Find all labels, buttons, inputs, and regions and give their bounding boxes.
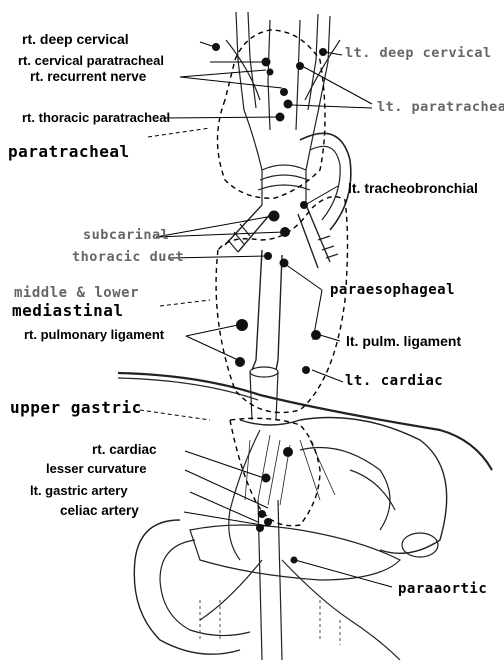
node-lt-gastric-artery [264,518,272,526]
label-lt-deep-cervical: lt. deep cervical [345,47,492,61]
node-rt-pulm-ligament-2 [235,357,245,367]
node-rt-deep-cervical [212,43,220,51]
node-lt-deep-cervical [319,48,327,56]
label-thoracic-duct: thoracic duct [72,251,184,265]
label-middle-lower: middle & lower [14,286,139,300]
label-rt-cardiac: rt. cardiac [92,443,157,457]
label-celiac-artery: celiac artery [60,504,139,518]
node-rt-cardiac [262,474,271,483]
label-rt-recurrent-nerve: rt. recurrent nerve [30,70,146,84]
label-rt-pulmonary-ligament: rt. pulmonary ligament [24,328,164,341]
node-lt-paratracheal-2 [284,100,293,109]
label-lesser-curvature: lesser curvature [46,462,146,475]
node-rt-thoracic-paratracheal [276,113,285,122]
label-upper-gastric: upper gastric [10,400,142,416]
label-lt-cardiac: lt. cardiac [345,374,443,388]
label-paratracheal: paratracheal [8,144,130,160]
node-rt-cervical-paratracheal [262,58,271,67]
node-lt-cardiac-2 [283,447,293,457]
label-paraesophageal: paraesophageal [330,283,455,297]
label-lt-paratracheal: lt. paratracheal [377,101,504,115]
node-subcarinal-2 [280,227,290,237]
node-lesser-curvature [258,510,266,518]
node-thoracic-duct [264,252,272,260]
label-paraaortic: paraaortic [398,582,487,596]
label-rt-cervical-paratracheal: rt. cervical paratracheal [18,54,164,67]
label-subcarinal: subcarinal [83,229,169,243]
node-lt-pulm-ligament [311,330,321,340]
label-rt-deep-cervical: rt. deep cervical [22,32,129,46]
label-lt-tracheobronchial: lt. tracheobronchial [348,181,478,195]
node-paraaortic [291,557,298,564]
node-lt-paratracheal-1 [296,62,304,70]
label-lt-pulm-ligament: lt. pulm. ligament [346,334,461,348]
node-paraesophageal [280,259,289,268]
node-subcarinal-1 [269,211,280,222]
label-lt-gastric-artery: lt. gastric artery [30,484,128,497]
node-rt-recurrent-2 [280,88,288,96]
node-rt-pulm-ligament-1 [236,319,248,331]
node-rt-recurrent-1 [267,69,274,76]
node-lt-tracheobronchial [300,201,308,209]
node-lt-cardiac [302,366,310,374]
label-rt-thoracic-paratracheal: rt. thoracic paratracheal [22,111,170,124]
node-celiac-artery [256,524,264,532]
label-mediastinal: mediastinal [12,303,123,319]
